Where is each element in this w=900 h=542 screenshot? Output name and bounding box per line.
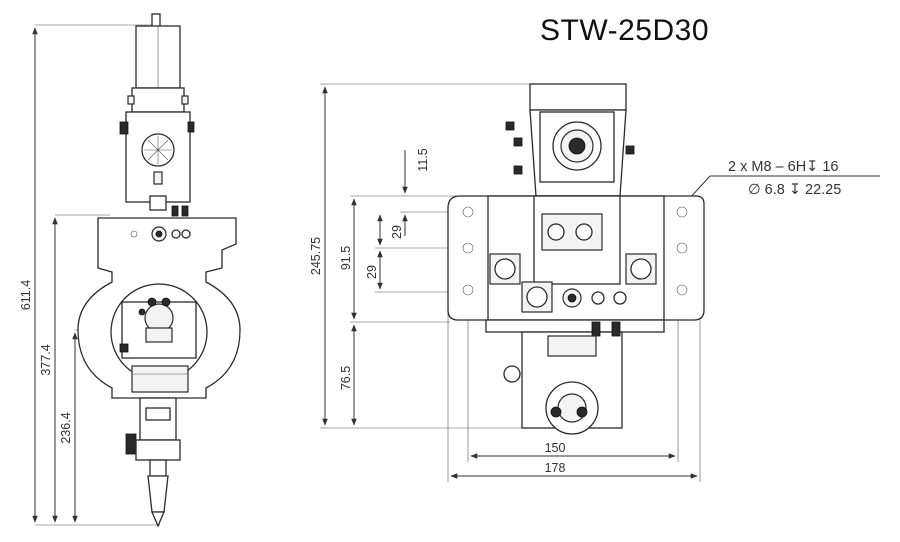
dim-mid-label: 377.4	[39, 344, 53, 375]
dim-lower-height-label: 76.5	[339, 366, 353, 390]
drawing-title: STW-25D30	[540, 14, 710, 47]
dim-hole-pitch-lower-label: 29	[365, 265, 379, 279]
dim-overall-height-label: 245.75	[309, 237, 323, 275]
dim-top-offset-label: 11.5	[416, 148, 430, 171]
ring-body	[77, 217, 241, 399]
hole-note-line2: ∅ 6.8 ↧ 22.25	[748, 182, 841, 198]
front-view: 245.75 91.5 76.5 11.5 29 29 150 178 2 x …	[309, 83, 880, 482]
motor-block	[505, 83, 635, 197]
motor-column	[119, 13, 195, 217]
dim-lower-label: 236.4	[59, 412, 73, 443]
dim-hole-pitch-upper-label: 29	[390, 225, 404, 239]
side-view: 611.4 377.4 236.4	[19, 13, 241, 528]
dim-outer-width-label: 178	[545, 461, 566, 475]
nozzle	[125, 397, 181, 528]
flange-plate	[447, 195, 705, 321]
dim-overall-label: 611.4	[19, 280, 33, 310]
hole-note-line1: 2 x M8 – 6H↧ 16	[728, 159, 838, 175]
dim-pattern-height-label: 91.5	[339, 246, 353, 270]
dim-inner-width-label: 150	[545, 441, 566, 455]
lower-module	[485, 319, 665, 435]
